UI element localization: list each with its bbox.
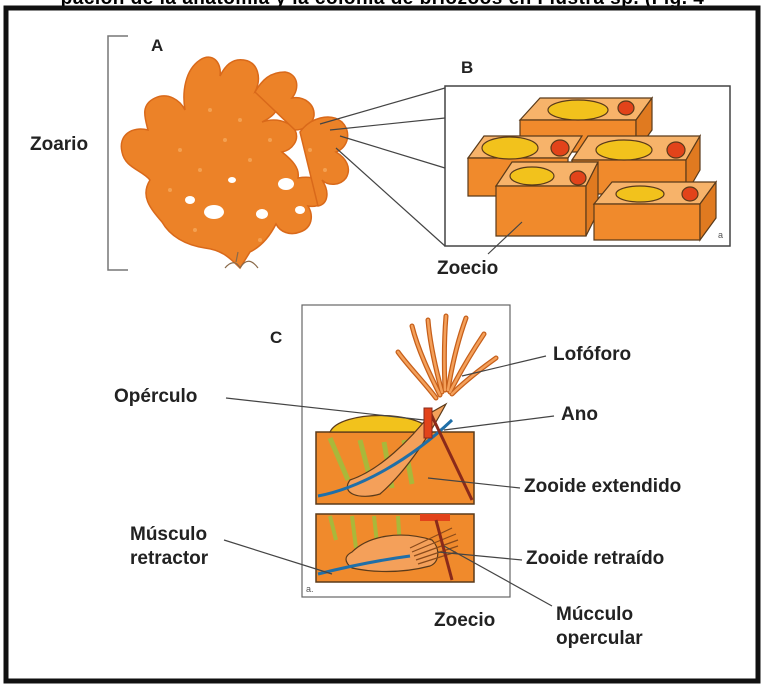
panel-label-a: A <box>151 36 163 56</box>
label-musculo-retractor-line1: Músculo <box>130 524 207 546</box>
operculum <box>424 408 432 438</box>
panel-label-b: B <box>461 58 473 78</box>
label-zoecio-bottom: Zoecio <box>434 610 495 632</box>
colony-a <box>121 57 348 268</box>
label-mucculo-opercular-line2: opercular <box>556 628 643 650</box>
label-ano: Ano <box>561 404 598 426</box>
credit-c: a. <box>306 584 314 594</box>
label-zooide-extendido: Zooide extendido <box>524 476 681 498</box>
label-operculo: Opérculo <box>114 386 197 408</box>
label-zooide-retraido: Zooide retraído <box>526 548 664 570</box>
label-lofoforo: Lofóforo <box>553 344 631 366</box>
label-zoario: Zoario <box>30 134 88 156</box>
retracted-red-bar <box>420 514 450 521</box>
label-zoecio-top: Zoecio <box>437 258 498 280</box>
label-musculo-retractor-line2: retractor <box>130 548 208 570</box>
credit-b: a <box>718 230 723 240</box>
panel-label-c: C <box>270 328 282 348</box>
label-mucculo-opercular-line1: Múcculo <box>556 604 633 626</box>
